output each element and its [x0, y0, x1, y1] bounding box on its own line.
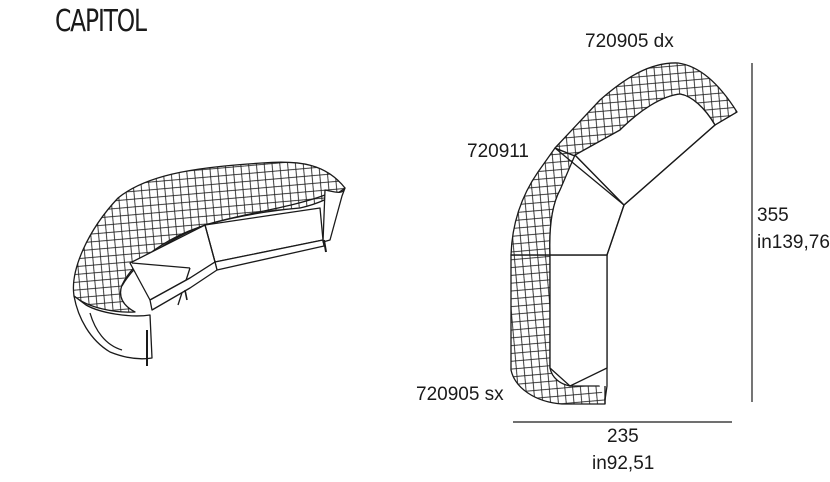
- width-in-label: in92,51: [592, 453, 655, 474]
- product-title: CAPITOL: [55, 4, 147, 39]
- perspective-base-left: [73, 295, 153, 360]
- sofa-perspective-view: [72, 161, 346, 366]
- module-label-middle: 720911: [467, 141, 529, 162]
- module-label-dx: 720905 dx: [585, 31, 674, 52]
- height-cm-label: 355: [757, 205, 789, 226]
- width-cm-label: 235: [607, 426, 639, 447]
- height-in-label: in139,76: [757, 232, 830, 253]
- plan-seat-right: [574, 93, 716, 206]
- sofa-plan-view: [510, 62, 738, 405]
- module-label-sx: 720905 sx: [416, 384, 504, 405]
- dimension-lines: [513, 63, 753, 423]
